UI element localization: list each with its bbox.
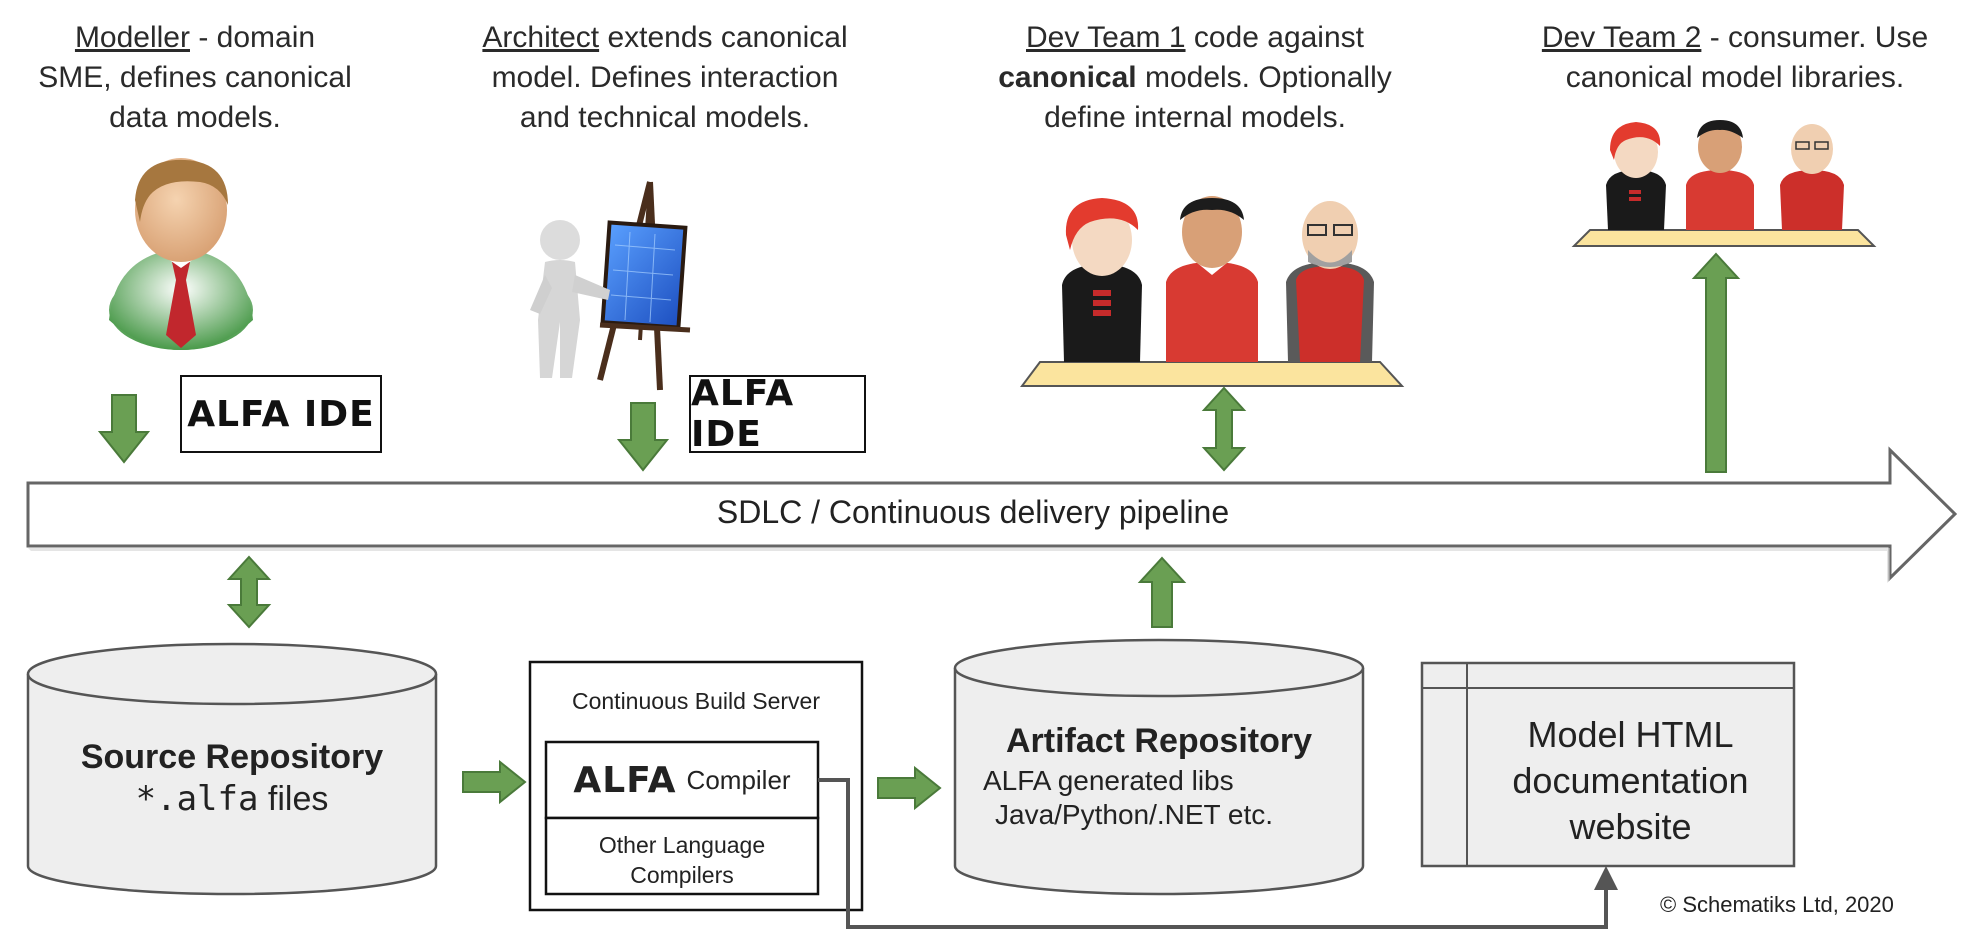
architect-alfa-ide-label: ALFA IDE	[691, 373, 795, 455]
other-compilers-line1: Other Language	[598, 832, 766, 858]
website-label: Model HTML documentation website	[1467, 712, 1794, 850]
other-compilers-label: Other Language Compilers	[546, 830, 818, 890]
architect-caption-line2: model. Defines interaction	[491, 61, 839, 94]
artifact-repository-line1: ALFA generated libs	[983, 765, 1234, 796]
build-server-box	[528, 660, 864, 912]
modeller-caption: Modeller - domain SME, defines canonical…	[10, 18, 380, 138]
source-repository-files: *.alfa files	[28, 779, 436, 819]
compiler-label: Compiler	[686, 764, 791, 795]
modeller-alfa-ide-box: ALFA IDE	[180, 375, 382, 453]
architect-caption-line3: and technical models.	[519, 101, 811, 134]
website-line2: documentation	[1512, 760, 1749, 801]
dev-team-1-caption-line1: code against	[1185, 21, 1364, 54]
dev-team-1-caption: Dev Team 1 code against canonical models…	[960, 18, 1430, 138]
alfa-compiler-row: ALFA Compiler	[546, 742, 818, 818]
modeller-caption-line2: SME, defines canonical	[38, 61, 352, 94]
dev-team-1-bidirectional-arrow	[1201, 386, 1247, 472]
build-server-title: Continuous Build Server	[571, 688, 821, 714]
modeller-title: Modeller	[74, 21, 190, 54]
other-compilers-line2: Compilers	[630, 862, 734, 888]
architect-caption-line1: extends canonical	[599, 21, 848, 54]
dev-team-2-caption: Dev Team 2 - consumer. Use canonical mod…	[1500, 18, 1970, 98]
website-window	[1420, 661, 1796, 868]
architect-title: Architect	[482, 21, 600, 54]
source-repository-suffix: files	[258, 780, 329, 818]
dev-team-1-caption-line3: define internal models.	[1044, 101, 1346, 134]
dev-team-2-caption-line2: canonical model libraries.	[1565, 61, 1905, 94]
dev-team-2-caption-line1: - consumer. Use	[1701, 21, 1929, 54]
modeller-person-icon	[109, 158, 253, 350]
pipeline-label: SDLC / Continuous delivery pipeline	[716, 494, 1230, 530]
source-repository-code: *.alfa	[135, 779, 259, 819]
source-to-build-arrow	[462, 759, 527, 805]
modeller-alfa-ide-label: ALFA IDE	[187, 393, 375, 435]
website-line3: website	[1569, 806, 1692, 847]
website-line1: Model HTML	[1527, 714, 1734, 755]
artifact-repository-label: Artifact Repository ALFA generated libs …	[955, 722, 1363, 831]
architect-alfa-ide-box: ALFA IDE	[689, 373, 866, 455]
compiler-to-website-connector	[818, 778, 1618, 929]
artifact-repo-up-arrow	[1137, 556, 1187, 628]
architect-easel-icon	[530, 181, 691, 391]
dev-team-2-up-arrow	[1691, 252, 1741, 473]
modeller-caption-line1: - domain	[190, 21, 316, 54]
dev-team-1-people-icon	[1020, 196, 1405, 387]
artifact-repository-cylinder	[953, 638, 1365, 896]
dev-team-2-people-icon	[1571, 120, 1877, 247]
source-repository-label: Source Repository *.alfa files	[28, 738, 436, 819]
artifact-repository-line2: Java/Python/.NET etc.	[995, 799, 1274, 830]
dev-team-1-caption-bold: canonical	[998, 61, 1137, 94]
dev-team-2-title: Dev Team 2	[1541, 21, 1702, 54]
dev-team-1-title: Dev Team 1	[1026, 21, 1186, 54]
architect-down-arrow	[616, 402, 670, 472]
architect-caption: Architect extends canonical model. Defin…	[440, 18, 890, 138]
source-repo-bidirectional-arrow	[226, 555, 272, 629]
alfa-logo: ALFA	[573, 759, 677, 801]
pipeline-arrow	[26, 446, 1958, 583]
modeller-caption-line3: data models.	[109, 101, 281, 134]
copyright-label: © Schematiks Ltd, 2020	[1660, 892, 1894, 917]
source-repository-title: Source Repository	[80, 738, 384, 776]
dev-team-1-caption-line2: models. Optionally	[1136, 61, 1392, 94]
artifact-repository-title: Artifact Repository	[1005, 722, 1313, 760]
build-to-artifact-arrow	[877, 765, 942, 811]
modeller-down-arrow	[97, 394, 151, 464]
source-repository-cylinder	[26, 642, 438, 896]
